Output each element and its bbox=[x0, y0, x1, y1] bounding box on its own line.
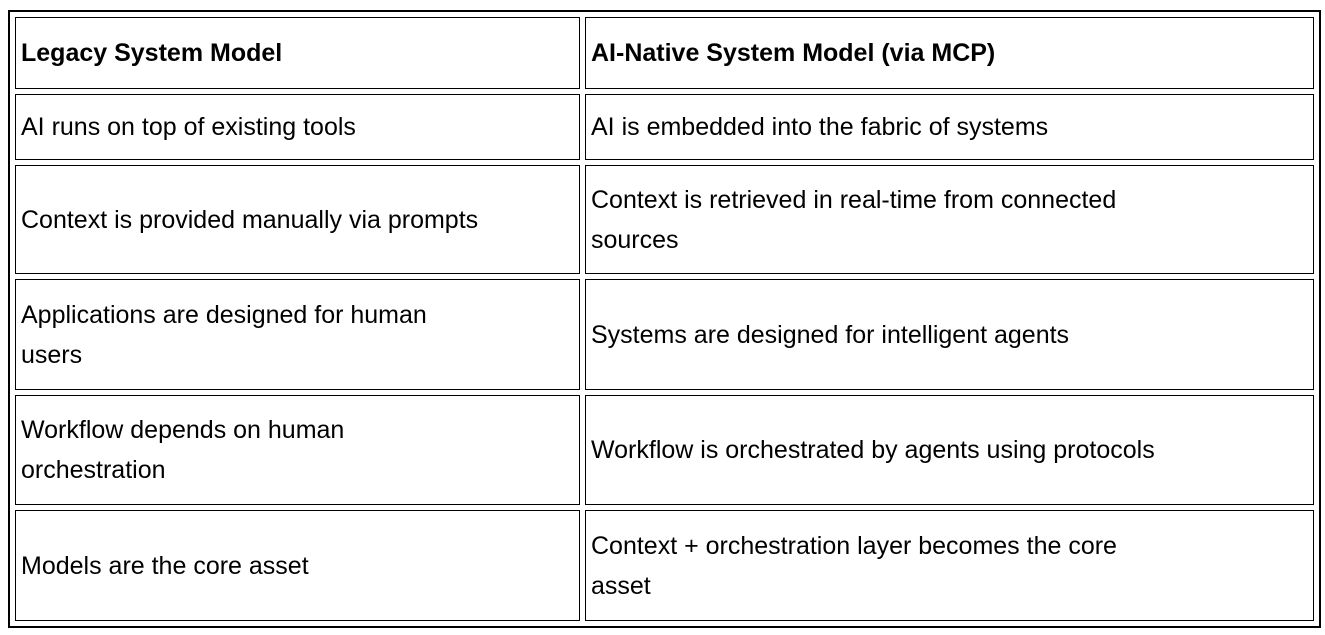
table-row: Applications are designed for human user… bbox=[15, 279, 1314, 390]
cell-legacy: Workflow depends on human orchestration bbox=[15, 395, 580, 505]
column-header-legacy: Legacy System Model bbox=[15, 17, 580, 89]
table-row: Context is provided manually via prompts… bbox=[15, 165, 1314, 274]
table-row: Models are the core asset Context + orch… bbox=[15, 510, 1314, 621]
table-row: AI runs on top of existing tools AI is e… bbox=[15, 94, 1314, 160]
table-header-row: Legacy System Model AI-Native System Mod… bbox=[15, 17, 1314, 89]
cell-ai-native: AI is embedded into the fabric of system… bbox=[585, 94, 1314, 160]
cell-ai-native-emphasized: Context + orchestration layer becomes th… bbox=[585, 510, 1314, 621]
cell-ai-native: Systems are designed for intelligent age… bbox=[585, 279, 1314, 390]
cell-ai-native: Context is retrieved in real-time from c… bbox=[585, 165, 1314, 274]
column-header-ai-native: AI-Native System Model (via MCP) bbox=[585, 17, 1314, 89]
table-row: Workflow depends on human orchestration … bbox=[15, 395, 1314, 505]
cell-legacy: Applications are designed for human user… bbox=[15, 279, 580, 390]
comparison-table: Legacy System Model AI-Native System Mod… bbox=[8, 10, 1321, 628]
cell-ai-native: Workflow is orchestrated by agents using… bbox=[585, 395, 1314, 505]
cell-legacy: AI runs on top of existing tools bbox=[15, 94, 580, 160]
cell-legacy: Models are the core asset bbox=[15, 510, 580, 621]
cell-legacy: Context is provided manually via prompts bbox=[15, 165, 580, 274]
